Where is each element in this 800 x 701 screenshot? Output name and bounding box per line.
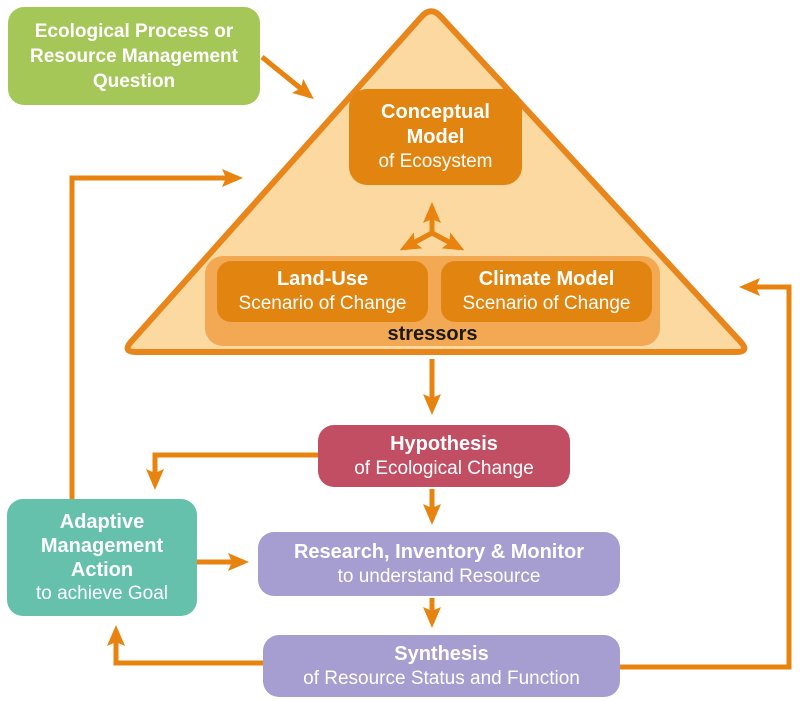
box-hypothesis: Hypothesis of Ecological Change bbox=[318, 425, 570, 487]
three-way-arrow bbox=[399, 202, 465, 251]
arrow-adaptive-to-conceptual bbox=[69, 169, 243, 499]
box-management-question: Ecological Process or Resource Managemen… bbox=[8, 7, 260, 105]
hypothesis-subtitle: of Ecological Change bbox=[354, 457, 534, 479]
adaptive-subtitle: to achieve Goal bbox=[35, 583, 169, 604]
synthesis-subtitle: of Resource Status and Function bbox=[303, 667, 580, 689]
research-subtitle: to understand Resource bbox=[337, 565, 541, 587]
arrow-synthesis-to-triangle bbox=[620, 278, 792, 670]
adaptive-title-line: Management bbox=[40, 535, 164, 557]
question-line: Question bbox=[92, 70, 176, 92]
hypothesis-title: Hypothesis bbox=[390, 432, 498, 455]
box-research-inventory-monitor: Research, Inventory & Monitor to underst… bbox=[258, 532, 620, 596]
land-use-title: Land-Use bbox=[276, 268, 369, 290]
question-line: Ecological Process or bbox=[34, 20, 234, 42]
three-way-arrow-right bbox=[430, 230, 465, 251]
arrow-question-to-triangle bbox=[260, 55, 314, 100]
box-synthesis: Synthesis of Resource Status and Functio… bbox=[263, 635, 620, 697]
arrow-hypothesis-to-adaptive bbox=[146, 452, 318, 490]
box-land-use-scenario: Land-Use Scenario of Change bbox=[217, 261, 428, 322]
three-way-arrow-left bbox=[399, 230, 434, 251]
research-title: Research, Inventory & Monitor bbox=[293, 540, 585, 563]
conceptual-title-line: Model bbox=[406, 126, 465, 148]
stressors-label: stressors bbox=[387, 323, 478, 345]
climate-subtitle: Scenario of Change bbox=[462, 293, 631, 314]
box-adaptive-management-action: Adaptive Management Action to achieve Go… bbox=[7, 499, 197, 616]
question-line: Resource Management bbox=[29, 45, 238, 67]
adaptive-title-line: Adaptive bbox=[59, 511, 145, 533]
climate-title: Climate Model bbox=[478, 268, 615, 290]
synthesis-title: Synthesis bbox=[394, 642, 489, 665]
conceptual-title-line: Conceptual bbox=[381, 101, 490, 123]
box-conceptual-model: Conceptual Model of Ecosystem bbox=[349, 89, 522, 185]
box-climate-model-scenario: Climate Model Scenario of Change bbox=[441, 261, 652, 322]
conceptual-subtitle: of Ecosystem bbox=[378, 151, 493, 172]
arrow-synthesis-to-adaptive bbox=[107, 625, 263, 666]
land-use-subtitle: Scenario of Change bbox=[238, 293, 407, 314]
adaptive-title-line: Action bbox=[70, 559, 134, 581]
